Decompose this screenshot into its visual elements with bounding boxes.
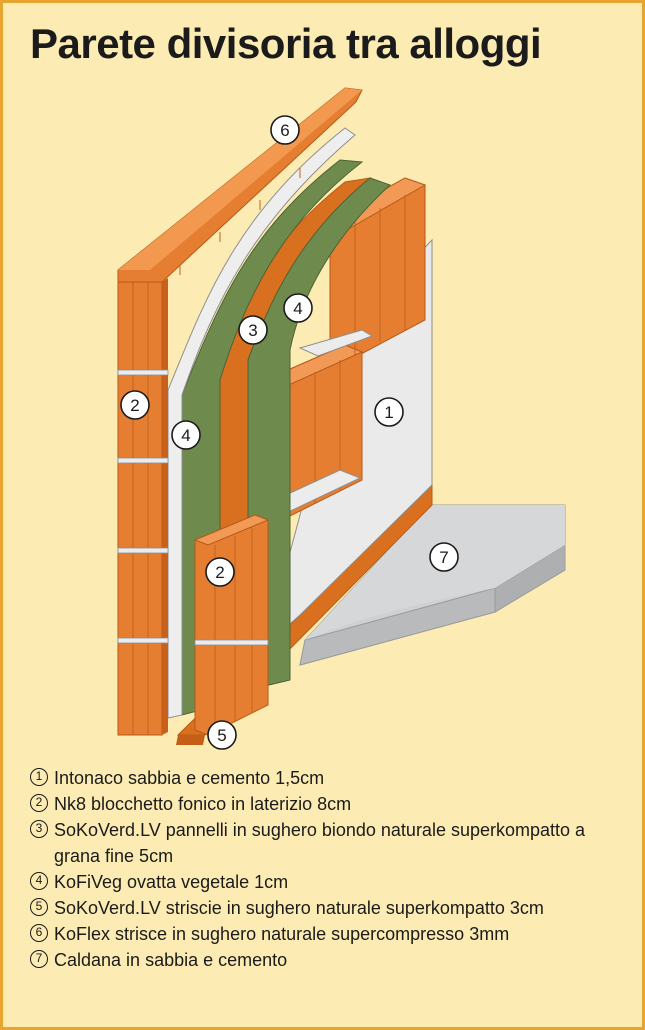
legend-text: Nk8 blocchetto fonico in laterizio 8cm [54,794,352,814]
legend-number: 6 [30,924,48,942]
badge-3: 3 [238,315,268,345]
screed-slab [299,504,566,666]
badge-4-upper: 4 [283,293,313,323]
svg-text:4: 4 [293,299,302,318]
svg-text:1: 1 [384,403,393,422]
legend-text: SoKoVerd.LV striscie in sughero naturale… [54,898,544,918]
legend-text: KoFiVeg ovatta vegetale 1cm [54,872,289,892]
badge-4-lower: 4 [171,420,201,450]
svg-text:2: 2 [215,563,224,582]
svg-text:4: 4 [181,426,190,445]
badge-1: 1 [374,397,404,427]
legend-number: 5 [30,898,48,916]
svg-text:3: 3 [248,321,257,340]
legend-number: 1 [30,768,48,786]
legend-item-6: 6 KoFlex strisce in sughero naturale sup… [30,921,630,947]
svg-text:7: 7 [439,548,448,567]
wall-section-illustration: 1 2 2 3 4 4 5 6 7 [117,87,566,750]
legend-number: 4 [30,872,48,890]
badge-6: 6 [270,115,300,145]
badge-5: 5 [207,720,237,750]
svg-text:5: 5 [217,726,226,745]
legend-text: SoKoVerd.LV pannelli in sughero biondo n… [54,820,586,866]
legend-item-1: 1 Intonaco sabbia e cemento 1,5cm [30,765,630,791]
svg-text:6: 6 [280,121,289,140]
legend-number: 3 [30,820,48,838]
diagram-title: Parete divisoria tra alloggi [30,20,542,67]
badge-7: 7 [429,542,459,572]
badge-2-lower: 2 [205,557,235,587]
svg-text:2: 2 [130,396,139,415]
legend-text: Intonaco sabbia e cemento 1,5cm [54,768,325,788]
legend: 1 Intonaco sabbia e cemento 1,5cm 2 Nk8 … [30,765,630,973]
top-cork-strip [117,87,363,283]
brick-wall-front [117,278,169,736]
legend-item-3: 3 SoKoVerd.LV pannelli in sughero biondo… [30,817,630,869]
legend-text: Caldana in sabbia e cemento [54,950,288,970]
inner-plaster-strip [167,127,356,719]
legend-item-5: 5 SoKoVerd.LV striscie in sughero natura… [30,895,630,921]
legend-number: 7 [30,950,48,968]
legend-text: KoFlex strisce in sughero naturale super… [54,924,510,944]
legend-item-7: 7 Caldana in sabbia e cemento [30,947,630,973]
legend-item-2: 2 Nk8 blocchetto fonico in laterizio 8cm [30,791,630,817]
badge-2-upper: 2 [120,390,150,420]
legend-number: 2 [30,794,48,812]
brick-block-lower [193,514,270,736]
legend-item-4: 4 KoFiVeg ovatta vegetale 1cm [30,869,630,895]
